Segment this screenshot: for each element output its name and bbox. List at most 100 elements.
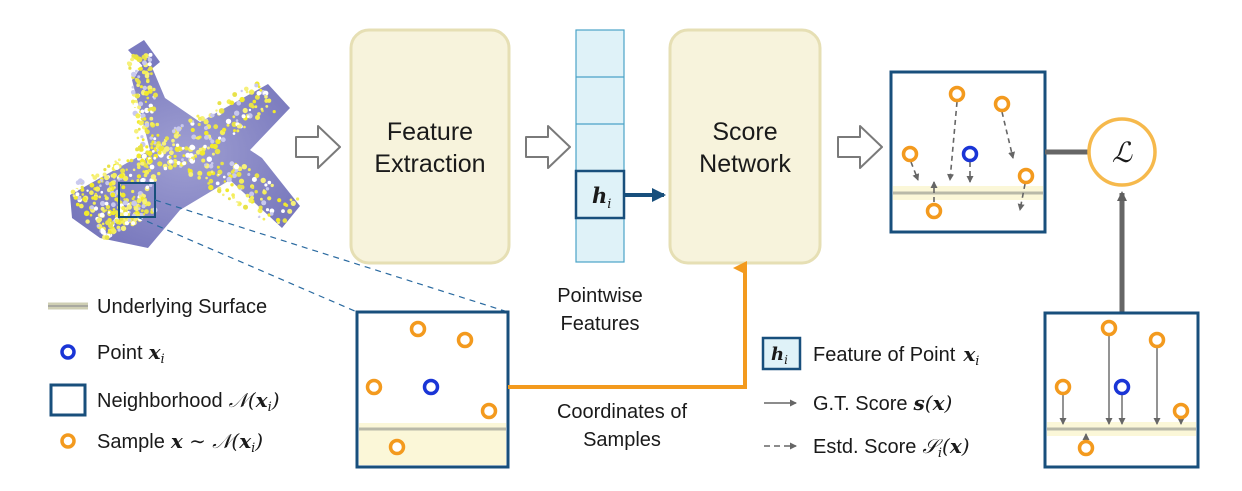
point-cloud-dot xyxy=(148,159,153,164)
point-cloud-dot xyxy=(182,161,187,166)
point-cloud-dot xyxy=(260,107,264,111)
point-cloud-dot xyxy=(198,147,203,152)
point-cloud-dot xyxy=(254,94,260,100)
point-cloud-dot xyxy=(129,158,134,163)
point-cloud-dot xyxy=(119,173,125,179)
coordinates-line1: Coordinates of xyxy=(557,401,688,423)
point-cloud-dot xyxy=(119,217,124,222)
point-cloud-dot xyxy=(140,109,145,114)
point-cloud-dot xyxy=(173,133,179,139)
point-cloud-dot xyxy=(110,221,115,225)
gt-score-panel xyxy=(1043,311,1200,469)
point-cloud-dot xyxy=(138,195,142,198)
point-cloud-dot xyxy=(126,210,130,214)
point-cloud-dot xyxy=(131,71,137,78)
point-cloud-dot xyxy=(117,158,121,162)
point-cloud-dot xyxy=(104,196,109,201)
point-cloud-dot xyxy=(123,211,128,217)
point-cloud-dot xyxy=(142,199,148,205)
flow-arrow-3 xyxy=(837,125,883,169)
point-cloud-dot xyxy=(117,228,121,232)
point-cloud-dot xyxy=(161,141,167,146)
point-cloud-dot xyxy=(248,89,255,95)
point-cloud-dot xyxy=(247,168,251,172)
point-cloud-dot xyxy=(114,160,117,163)
point-cloud-dot xyxy=(266,98,272,103)
feature-legend-swatch xyxy=(761,336,802,371)
pointwise-features-column: hi xyxy=(574,29,626,263)
point-cloud-dot xyxy=(132,168,136,172)
feature-extraction-line1: Feature xyxy=(387,118,473,146)
point-cloud-dot xyxy=(267,196,272,201)
point-cloud-dot xyxy=(248,197,254,203)
point-legend-swatch xyxy=(60,344,76,360)
point-cloud-dot xyxy=(80,185,84,189)
point-cloud-dot xyxy=(169,150,174,156)
pointwise-features-line1: Pointwise xyxy=(557,285,643,307)
point-cloud-dot xyxy=(146,201,151,207)
point-cloud-dot xyxy=(122,200,128,206)
point-cloud-dot xyxy=(144,209,149,215)
point-cloud-dot xyxy=(94,192,98,196)
point-cloud-dot xyxy=(134,57,138,60)
point-cloud-dot xyxy=(82,196,87,202)
flow-arrow-2 xyxy=(525,125,571,169)
point-cloud-dot xyxy=(169,147,173,151)
point-cloud-dot xyxy=(289,198,293,202)
point-cloud-dot xyxy=(248,108,252,112)
point-cloud-dot xyxy=(108,182,113,186)
point-cloud-dot xyxy=(197,176,201,180)
coordinates-line2: Samples xyxy=(583,429,661,451)
neighborhood-panel xyxy=(355,310,510,469)
point-cloud-dot xyxy=(290,200,296,206)
point-cloud-dot xyxy=(147,85,153,91)
point-cloud-dot xyxy=(131,197,135,201)
point-cloud-dot xyxy=(141,153,147,159)
point-cloud-dot xyxy=(135,78,138,82)
point-cloud-dot xyxy=(131,189,135,194)
point-cloud-dot xyxy=(136,198,142,204)
point-cloud-dot xyxy=(229,100,235,106)
score-network-box: Score Network xyxy=(668,28,822,265)
point-cloud-dot xyxy=(142,117,147,121)
point-cloud-dot xyxy=(153,156,157,160)
point-cloud-dot xyxy=(190,158,194,162)
point-cloud-dot xyxy=(269,212,274,216)
point-cloud-dot xyxy=(135,147,140,152)
point-cloud-dot xyxy=(138,66,143,71)
point-cloud-dot xyxy=(139,85,143,89)
point-cloud-dot xyxy=(124,220,130,226)
point-cloud-dot xyxy=(146,79,150,84)
point-cloud-dot xyxy=(188,172,194,177)
feature-extraction-line2: Extraction xyxy=(374,150,485,178)
point-cloud-dot xyxy=(243,125,246,129)
point-cloud-dot xyxy=(92,175,98,180)
point-cloud-dot xyxy=(101,222,105,226)
point-cloud-dot xyxy=(155,122,160,127)
point-cloud-dot xyxy=(164,146,170,152)
point-cloud-dot xyxy=(103,168,107,172)
point-cloud-dot xyxy=(122,175,129,182)
point-cloud-dot xyxy=(210,139,215,144)
point-cloud-dot xyxy=(215,181,220,186)
point-cloud-dot xyxy=(236,171,242,177)
point-cloud-dot xyxy=(198,116,202,121)
point-cloud-dot xyxy=(231,193,235,197)
point-cloud-dot xyxy=(138,145,144,151)
point-cloud-dot xyxy=(264,95,268,99)
point-cloud-dot xyxy=(75,188,78,192)
point-cloud-dot xyxy=(261,200,267,206)
point-cloud-dot xyxy=(191,134,197,140)
point-cloud-dot xyxy=(114,164,120,170)
point-cloud-dot xyxy=(136,153,142,159)
point-cloud-dot xyxy=(190,145,196,150)
point-cloud-dot xyxy=(70,189,76,195)
point-cloud-dot xyxy=(144,122,150,128)
point-cloud-dot xyxy=(149,116,154,121)
point-cloud-dot xyxy=(150,122,154,126)
point-cloud-dot xyxy=(104,235,110,241)
neighborhood-legend-swatch xyxy=(49,383,87,417)
point-cloud-dot xyxy=(80,188,85,192)
point-cloud-dot xyxy=(223,180,226,183)
point-cloud-dot xyxy=(222,127,227,132)
